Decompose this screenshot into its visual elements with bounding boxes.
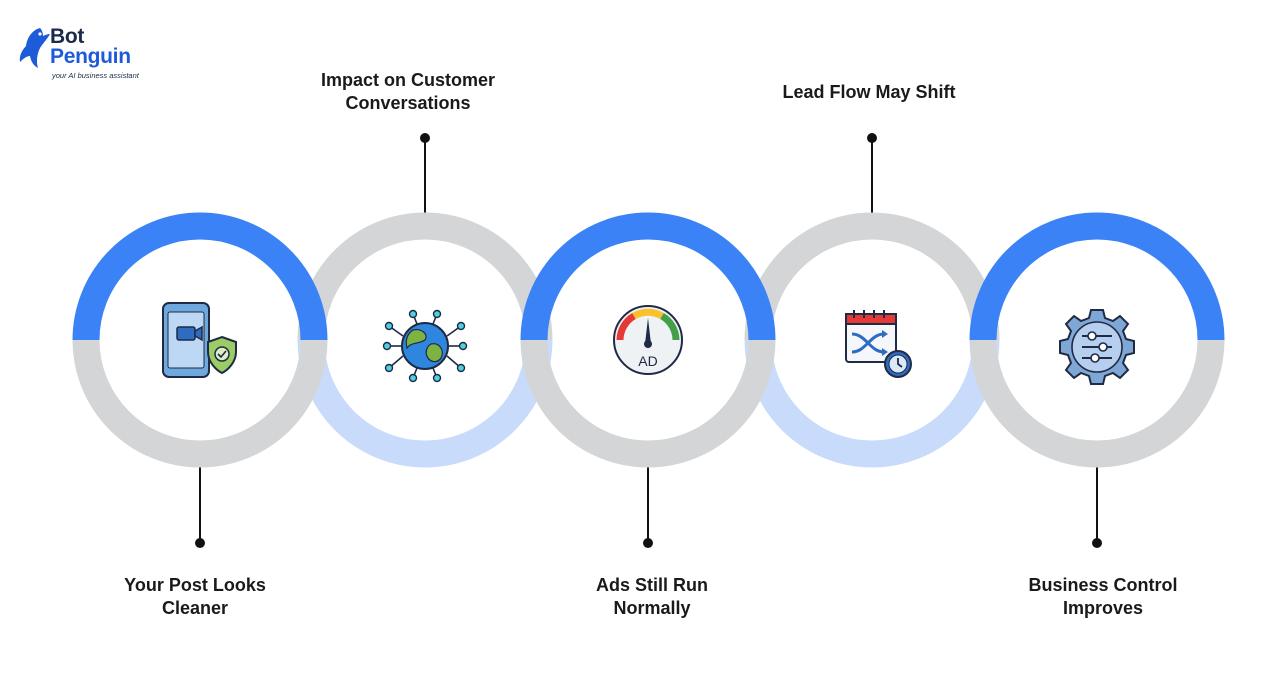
gear-sliders-icon [1059,309,1135,385]
step-2-label: Impact on Customer Conversations [278,69,538,115]
step-2-label-line-1: Impact on Customer [320,70,496,90]
step-5-label-line-1: Business Control [1028,575,1178,595]
brand-name-line1: Bot [50,25,85,48]
step-1-label-line-2: Cleaner [161,598,229,618]
penguin-logo-icon [19,28,50,68]
step-5-label-line-2: Improves [1062,598,1144,618]
ring-step-3 [520,212,776,468]
step-2-label-line-2: Conversations [345,93,471,113]
connectors [195,133,1102,548]
step-3-label: Ads Still Run Normally [522,574,782,620]
ring-step-1 [72,212,328,468]
brand-name-line2: Penguin [50,45,131,68]
step-3-label-line-2: Normally [613,598,691,618]
step-4-label-line-1: Lead Flow May Shift [782,82,956,102]
ad-gauge-icon: AD [613,305,683,375]
step-3-label-line-1: Ads Still Run [596,575,708,595]
connector-dot-step-2 [420,133,430,143]
svg-text:AD: AD [638,353,657,369]
step-5-label: Business Control Improves [973,574,1233,620]
step-4-label: Lead Flow May Shift [739,81,999,104]
ring-step-4 [744,212,1000,468]
ring-step-5 [969,212,1225,468]
connector-dot-step-4 [867,133,877,143]
connector-dot-step-3 [643,538,653,548]
brand-tagline: your AI business assistant [52,71,139,80]
brand-logo: Bot Penguin your AI business assistant [18,24,148,84]
connector-dot-step-1 [195,538,205,548]
calendar-shuffle-icon [845,310,912,378]
ring-step-2 [297,212,553,468]
step-1-label: Your Post Looks Cleaner [65,574,325,620]
connector-dot-step-5 [1092,538,1102,548]
phone-shield-icon [162,302,237,378]
step-1-label-line-1: Your Post Looks [124,575,266,595]
globe-network-icon [382,309,468,383]
